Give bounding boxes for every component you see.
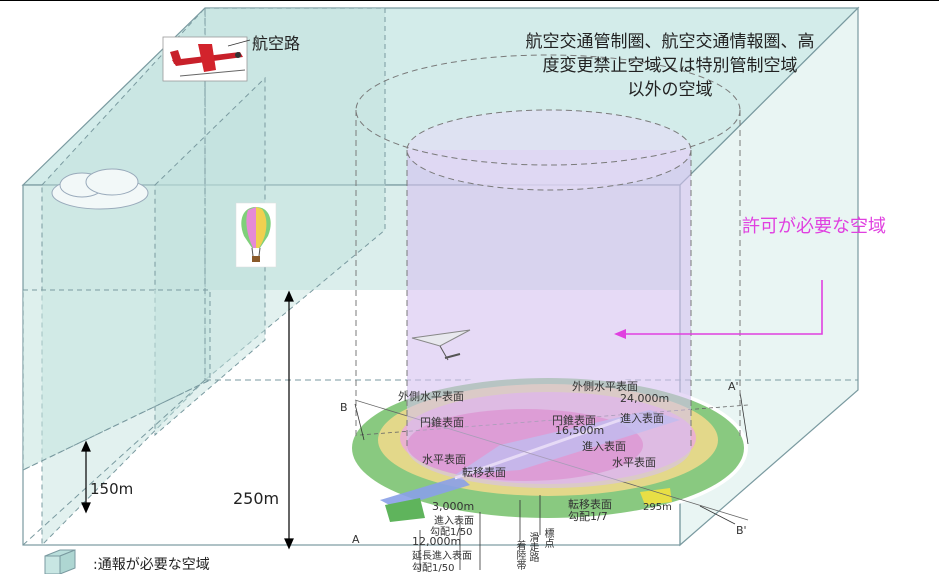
gradient-approach-label: 勾配1/50 bbox=[430, 527, 473, 538]
dist-16500-label: 16,500m bbox=[555, 424, 605, 437]
transitional-surface-label: 転移表面 bbox=[462, 466, 506, 479]
top-border-line bbox=[0, 0, 939, 1]
height-250-label: 250m bbox=[233, 489, 280, 508]
low-notice-area bbox=[22, 289, 211, 471]
outer-horizontal-surface-label: 外側水平表面 bbox=[398, 390, 464, 403]
air-route-leader bbox=[227, 39, 251, 47]
disc-leader-lines bbox=[354, 391, 749, 570]
approach-surface-label: 進入表面 bbox=[582, 440, 626, 453]
permit-cylinder bbox=[355, 54, 741, 488]
threshold-label: 標点 bbox=[542, 528, 553, 548]
height-arrow-250 bbox=[284, 290, 294, 550]
transitional-surface-label-2: 転移表面 bbox=[568, 498, 612, 511]
point-b-label: B bbox=[340, 401, 348, 414]
runway-label: 滑走路 bbox=[527, 532, 538, 562]
extended-approach-label: 延長進入表面 bbox=[412, 551, 472, 562]
outer-horizontal-surface-label-2: 外側水平表面 bbox=[572, 380, 638, 393]
cloud-icon bbox=[51, 168, 149, 210]
point-a-prime-label: A' bbox=[728, 380, 739, 393]
horizontal-surface-label: 水平表面 bbox=[422, 453, 466, 466]
hang-glider-icon bbox=[411, 329, 471, 361]
dist-24000-label: 24,000m bbox=[620, 392, 670, 405]
non-controlled-airspace-title: 航空交通管制圏、航空交通情報圏、高 度変更禁止空域又は特別管制空域 以外の空域 bbox=[525, 32, 815, 100]
height-arrow-150 bbox=[81, 440, 91, 514]
approach-surface-lower-label: 進入表面 bbox=[434, 516, 474, 527]
permit-required-label: 許可が必要な空域 bbox=[742, 216, 886, 237]
gradient-transitional-label: 勾配1/7 bbox=[568, 510, 608, 523]
legend-swatch-notice bbox=[44, 549, 76, 574]
point-a-label: A bbox=[352, 533, 360, 546]
conical-surface-label: 円錐表面 bbox=[420, 416, 464, 429]
dist-3000-label: 3,000m bbox=[432, 500, 475, 513]
gradient-extended-label: 勾配1/50 bbox=[412, 563, 455, 574]
airplane-icon bbox=[162, 36, 248, 82]
height-150-label: 150m bbox=[90, 480, 134, 498]
box-hidden-edges bbox=[22, 8, 858, 546]
approach-surface-right-label: 進入表面 bbox=[620, 412, 664, 425]
legend-notice-label: :通報が必要な空域 bbox=[93, 557, 210, 573]
point-b-prime-label: B' bbox=[736, 524, 747, 537]
landing-strip-label: 着陸帯 bbox=[514, 540, 525, 570]
dist-12000-label: 12,000m bbox=[412, 535, 462, 548]
dist-295-label: 295m bbox=[643, 502, 672, 513]
horizontal-surface-label-2: 水平表面 bbox=[612, 456, 656, 469]
air-route-label: 航空路 bbox=[252, 34, 301, 53]
conical-surface-label-2: 円錐表面 bbox=[552, 414, 596, 427]
balloon-icon bbox=[235, 202, 277, 268]
permit-pointer-arrow bbox=[614, 280, 823, 339]
